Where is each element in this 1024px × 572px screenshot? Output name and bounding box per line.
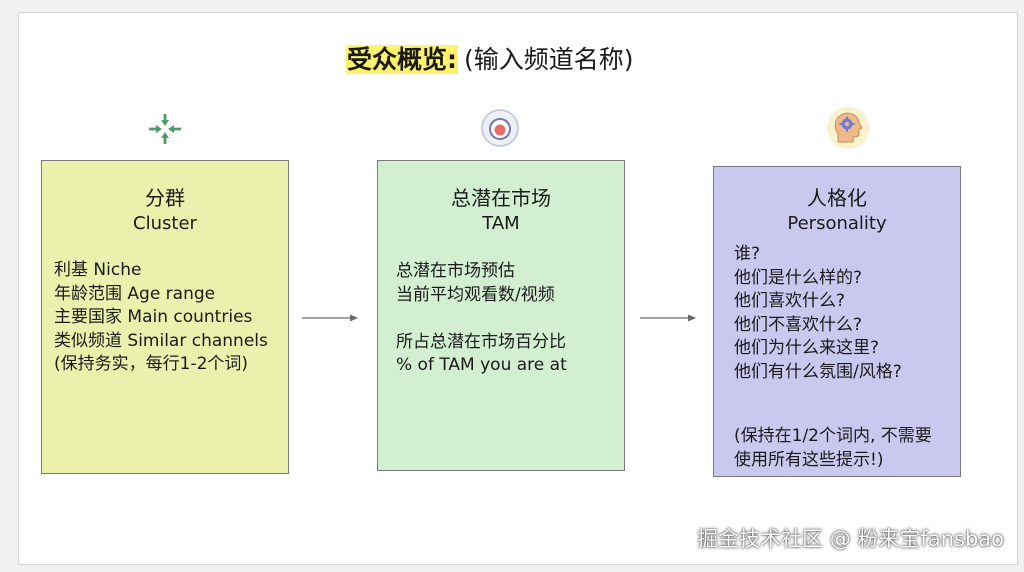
personality-note-line: (保持在1/2个词内, 不需要 bbox=[734, 426, 932, 446]
personality-line: 他们有什么氛围/风格? bbox=[734, 361, 902, 382]
cluster-line: 利基 Niche bbox=[54, 260, 142, 280]
personality-heading: 人格化 bbox=[807, 186, 867, 210]
tam-line: 所占总潜在市场百分比 bbox=[396, 331, 566, 352]
tam-lines: 总潜在市场预估 当前平均观看数/视频 所占总潜在市场百分比 % of TAM y… bbox=[396, 260, 618, 378]
cluster-box: 分群 Cluster 利基 Niche 年龄范围 Age range 主要国家 … bbox=[41, 160, 289, 474]
tam-subheading: TAM bbox=[482, 213, 520, 234]
personality-note: (保持在1/2个词内, 不需要 使用所有这些提示!) bbox=[734, 425, 956, 472]
cluster-line: 年龄范围 Age range bbox=[54, 283, 216, 304]
tam-heading: 总潜在市场 bbox=[451, 186, 551, 210]
personality-box: 人格化 Personality 谁? 他们是什么样的? 他们喜欢什么? 他们不喜… bbox=[713, 166, 961, 477]
tam-line: 当前平均观看数/视频 bbox=[396, 284, 555, 305]
head-gear-icon bbox=[826, 106, 870, 150]
watermark: 掘金技术社区 @ 粉来宝fansbao bbox=[697, 527, 1004, 551]
tam-line: 总潜在市场预估 bbox=[396, 261, 515, 281]
arrow-tam-to-personality bbox=[640, 308, 698, 327]
page-title: 受众概览:(输入频道名称) bbox=[346, 42, 634, 78]
tam-box: 总潜在市场 TAM 总潜在市场预估 当前平均观看数/视频 所占总潜在市场百分比 … bbox=[377, 160, 625, 471]
personality-line: 他们喜欢什么? bbox=[734, 291, 846, 311]
converge-arrows-icon bbox=[145, 112, 185, 146]
tam-line: % of TAM you are at bbox=[396, 355, 567, 375]
personality-line: 他们为什么来这里? bbox=[734, 338, 880, 358]
arrow-cluster-to-tam bbox=[302, 308, 360, 327]
personality-note-line: 使用所有这些提示!) bbox=[734, 449, 884, 470]
personality-subheading: Personality bbox=[787, 213, 887, 234]
cluster-line: (保持务实，每行1-2个词) bbox=[54, 354, 249, 374]
title-highlight: 受众概览: bbox=[346, 45, 458, 74]
cluster-lines: 利基 Niche 年龄范围 Age range 主要国家 Main countr… bbox=[54, 259, 282, 377]
cluster-heading: 分群 bbox=[145, 186, 185, 210]
personality-line: 谁? bbox=[734, 244, 761, 264]
personality-line: 他们是什么样的? bbox=[734, 267, 863, 288]
title-rest: (输入频道名称) bbox=[464, 45, 634, 74]
personality-lines: 谁? 他们是什么样的? 他们喜欢什么? 他们不喜欢什么? 他们为什么来这里? 他… bbox=[734, 243, 954, 384]
cluster-line: 主要国家 Main countries bbox=[54, 307, 253, 327]
cluster-line: 类似频道 Similar channels bbox=[54, 330, 268, 351]
personality-line: 他们不喜欢什么? bbox=[734, 314, 863, 335]
target-circle-icon bbox=[480, 108, 520, 148]
cluster-subheading: Cluster bbox=[133, 213, 197, 234]
tam-line-gap bbox=[396, 307, 618, 331]
